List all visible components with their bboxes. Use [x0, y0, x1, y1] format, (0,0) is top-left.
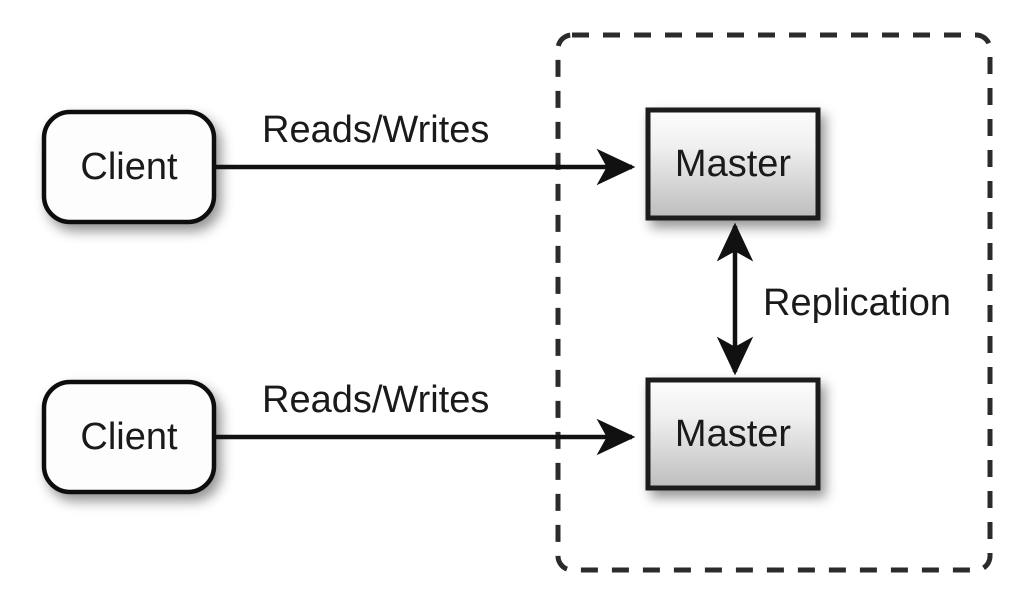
master-top-box: [645, 107, 821, 221]
replication-label: Replication: [763, 282, 951, 324]
master-node-top: Master: [645, 107, 821, 221]
edge-replication: Replication: [716, 222, 951, 376]
client-top-label: Client: [80, 146, 178, 188]
client-bottom-label: Client: [80, 416, 178, 458]
edge-bottom-label: Reads/Writes: [262, 379, 489, 421]
master-node-bottom: Master: [645, 377, 821, 491]
edge-reads-writes-top: Reads/Writes: [214, 109, 636, 186]
cluster-boundary: [555, 32, 993, 573]
edge-reads-writes-bottom: Reads/Writes: [214, 379, 636, 456]
client-node-top: Client: [41, 109, 217, 225]
client-node-bottom: Client: [41, 379, 217, 495]
master-bottom-label: Master: [675, 413, 791, 455]
master-top-label: Master: [675, 143, 791, 185]
master-bottom-box: [645, 377, 821, 491]
edge-top-label: Reads/Writes: [262, 109, 489, 151]
